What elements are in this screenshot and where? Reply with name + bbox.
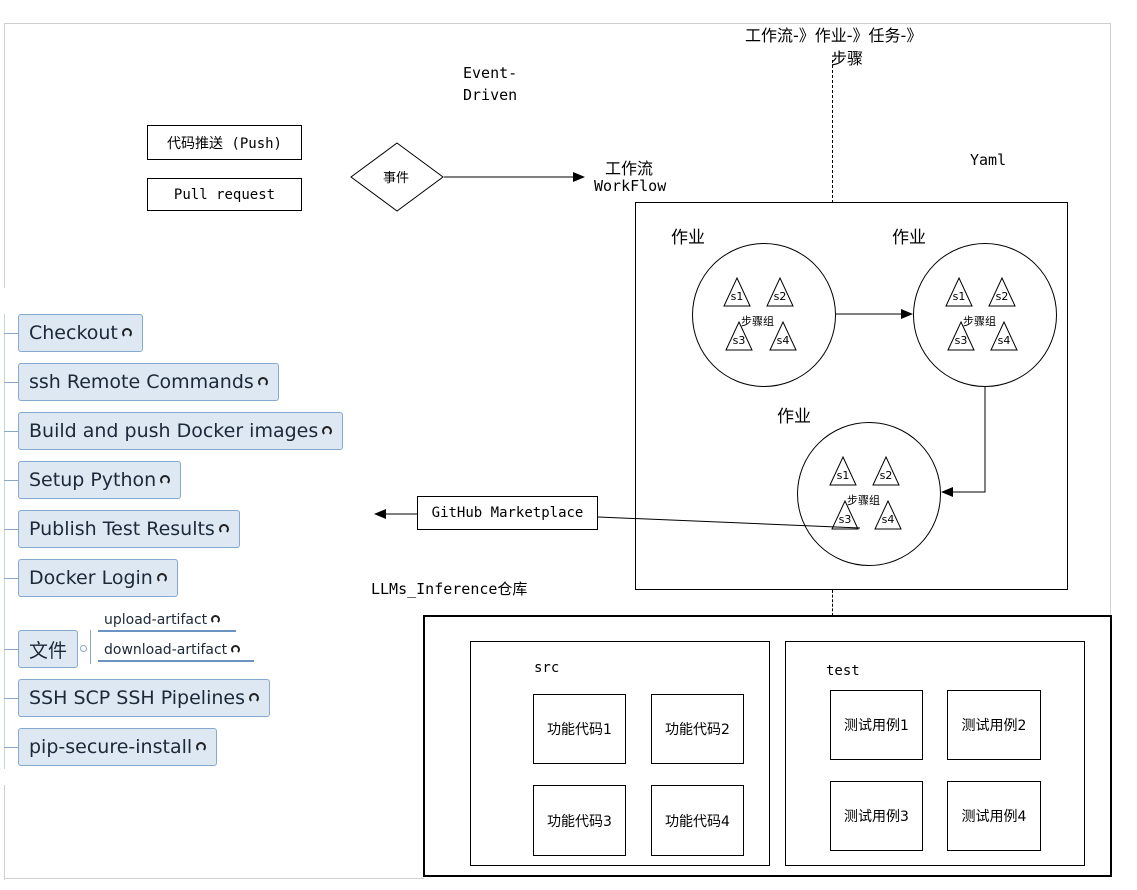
job-1-circle	[692, 243, 836, 387]
stem-9	[4, 747, 18, 748]
github-marketplace-box: GitHub Marketplace	[417, 496, 598, 530]
test-label: test	[826, 663, 860, 679]
job-1-group-label: 步骤组	[741, 315, 774, 328]
job-2-step-s2: s2	[988, 277, 1016, 307]
frame-left-line-lower	[4, 785, 5, 880]
action-ssh-remote-label: ssh Remote Commands	[29, 371, 254, 393]
github-icon[interactable]	[121, 328, 132, 338]
src-label: src	[534, 660, 560, 676]
job-2-step-s1: s1	[945, 277, 973, 307]
hierarchy-title-line1: 工作流-》作业-》任务-》	[745, 26, 923, 45]
test-item-2: 测试用例2	[947, 690, 1041, 760]
job-2-group-label: 步骤组	[963, 315, 996, 328]
github-icon[interactable]	[218, 524, 229, 534]
subaction-upload-artifact[interactable]: upload-artifact	[98, 612, 236, 632]
job-1-label: 作业	[671, 228, 705, 248]
job-2-step-s3: s3	[947, 321, 975, 351]
action-build-push-label: Build and push Docker images	[29, 420, 319, 442]
action-setup-python[interactable]: Setup Python	[18, 461, 182, 499]
github-icon[interactable]	[231, 645, 241, 654]
frame-top-line	[4, 23, 1110, 24]
action-checkout-label: Checkout	[29, 322, 118, 344]
download-artifact-label: download-artifact	[104, 642, 228, 658]
frame-bottom-line	[4, 878, 424, 879]
github-icon[interactable]	[322, 426, 333, 436]
workflow-label-cn: 工作流	[605, 159, 654, 178]
job-3-step-s4: s4	[874, 500, 902, 530]
github-icon[interactable]	[211, 615, 221, 624]
file-connector-dot	[80, 645, 87, 652]
action-checkout[interactable]: Checkout	[18, 314, 143, 352]
job-2-circle	[913, 243, 1057, 387]
job-3-step-s3: s3	[831, 500, 859, 530]
action-ssh-scp-label: SSH SCP SSH Pipelines	[29, 687, 245, 709]
job-3-label: 作业	[777, 407, 811, 427]
src-item-3: 功能代码3	[533, 785, 626, 856]
event-driven-line2: Driven	[463, 86, 518, 104]
action-build-push-docker[interactable]: Build and push Docker images	[18, 412, 344, 450]
stem-2	[4, 382, 18, 383]
job-1-step-s1: s1	[723, 277, 751, 307]
subaction-download-artifact[interactable]: download-artifact	[98, 642, 254, 662]
job-1-step-s4: s4	[769, 321, 797, 351]
hierarchy-title-line2: 步骤	[831, 49, 864, 68]
action-setup-python-label: Setup Python	[29, 469, 157, 491]
action-pip-secure-install[interactable]: pip-secure-install	[18, 728, 218, 766]
stem-7	[4, 649, 18, 650]
stem-4	[4, 480, 18, 481]
marketplace-to-job3-line	[597, 516, 861, 529]
event-driven-line1: Event-	[463, 64, 518, 82]
action-ssh-scp-pipelines[interactable]: SSH SCP SSH Pipelines	[18, 679, 270, 717]
dashed-divider-lower	[832, 590, 833, 616]
github-icon[interactable]	[160, 475, 171, 485]
dashed-divider	[832, 60, 833, 203]
trigger-pull-request-box: Pull request	[147, 178, 302, 211]
job-3-step-s1: s1	[829, 456, 857, 486]
test-item-4: 测试用例4	[947, 781, 1041, 851]
stem-1	[4, 333, 18, 334]
action-pip-secure-label: pip-secure-install	[29, 736, 193, 758]
github-icon[interactable]	[196, 742, 207, 752]
github-icon[interactable]	[257, 377, 268, 387]
action-publish-test-label: Publish Test Results	[29, 518, 215, 540]
event-label: 事件	[383, 171, 410, 186]
src-item-2: 功能代码2	[651, 694, 744, 764]
action-ssh-remote-commands[interactable]: ssh Remote Commands	[18, 363, 279, 401]
action-docker-login-label: Docker Login	[29, 567, 153, 589]
github-icon[interactable]	[156, 573, 167, 583]
stem-6	[4, 578, 18, 579]
job-3-circle	[797, 422, 941, 566]
action-publish-test-results[interactable]: Publish Test Results	[18, 510, 240, 548]
stem-8	[4, 698, 18, 699]
event-diamond	[350, 142, 444, 212]
job-2-label: 作业	[892, 228, 926, 248]
src-item-1: 功能代码1	[533, 694, 626, 764]
action-file[interactable]: 文件	[18, 630, 79, 668]
file-connector	[90, 630, 91, 664]
job-3-step-s2: s2	[872, 456, 900, 486]
job-1-step-s2: s2	[766, 277, 794, 307]
stem-5	[4, 529, 18, 530]
github-icon[interactable]	[248, 693, 259, 703]
workflow-label-en: WorkFlow	[594, 177, 667, 195]
upload-artifact-label: upload-artifact	[104, 612, 208, 628]
trigger-push-box: 代码推送 (Push)	[147, 125, 302, 160]
action-file-label: 文件	[29, 639, 68, 662]
mindmap-spine	[4, 314, 5, 769]
test-item-1: 测试用例1	[830, 690, 923, 760]
src-item-4: 功能代码4	[651, 785, 744, 856]
yaml-label: Yaml	[970, 151, 1007, 169]
stem-3	[4, 431, 18, 432]
job-3-group-label: 步骤组	[847, 494, 880, 507]
frame-left-line	[4, 23, 5, 288]
job-1-step-s3: s3	[725, 321, 753, 351]
job-2-step-s4: s4	[990, 321, 1018, 351]
job2-to-job3-arrow	[941, 387, 986, 497]
frame-right-line	[1110, 23, 1111, 617]
repo-label: LLMs_Inference仓库	[371, 580, 528, 598]
action-docker-login[interactable]: Docker Login	[18, 559, 178, 597]
test-item-3: 测试用例3	[830, 781, 923, 851]
